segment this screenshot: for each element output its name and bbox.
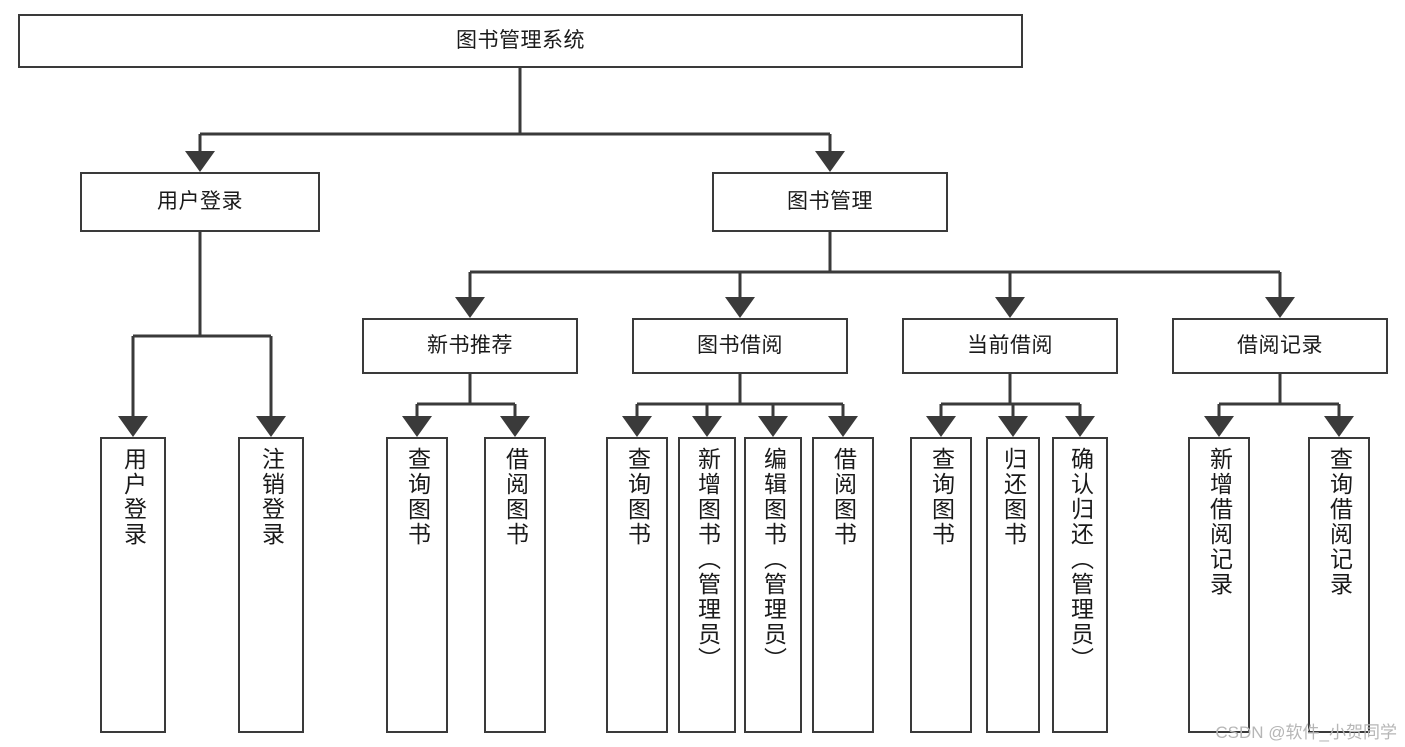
- leaf-node-label: 查询图书: [928, 447, 955, 547]
- node-book-management-label: 图书管理: [787, 189, 873, 213]
- node-new-book-recommend[interactable]: 新书推荐: [362, 318, 578, 374]
- leaf-node[interactable]: 查询图书: [910, 437, 972, 733]
- node-new-book-recommend-label: 新书推荐: [427, 333, 513, 357]
- leaf-node[interactable]: 查询图书: [386, 437, 448, 733]
- leaf-node-label: 归还图书: [1000, 447, 1027, 547]
- leaf-node-label: 借阅图书: [830, 447, 857, 547]
- leaf-node-label: 用户登录: [120, 447, 147, 547]
- leaf-node[interactable]: 查询借阅记录: [1308, 437, 1370, 733]
- node-book-borrow-label: 图书借阅: [697, 333, 783, 357]
- node-user-login[interactable]: 用户登录: [80, 172, 320, 232]
- node-root-label: 图书管理系统: [456, 28, 585, 52]
- leaf-node[interactable]: 借阅图书: [484, 437, 546, 733]
- leaf-node[interactable]: 借阅图书: [812, 437, 874, 733]
- leaf-node-label: 借阅图书: [502, 447, 529, 547]
- leaf-node[interactable]: 归还图书: [986, 437, 1040, 733]
- node-current-borrow-label: 当前借阅: [967, 333, 1053, 357]
- watermark: CSDN @软件_小贺同学: [1215, 723, 1397, 742]
- node-current-borrow[interactable]: 当前借阅: [902, 318, 1118, 374]
- leaf-node-label: 查询图书: [624, 447, 651, 547]
- node-book-borrow[interactable]: 图书借阅: [632, 318, 848, 374]
- node-root[interactable]: 图书管理系统: [18, 14, 1023, 68]
- leaf-node[interactable]: 查询图书: [606, 437, 668, 733]
- leaf-node-label: 新增图书（管理员）: [694, 447, 721, 672]
- leaf-node[interactable]: 编辑图书（管理员）: [744, 437, 802, 733]
- leaf-node-label: 编辑图书（管理员）: [760, 447, 787, 672]
- leaf-node[interactable]: 注销登录: [238, 437, 304, 733]
- leaf-node[interactable]: 用户登录: [100, 437, 166, 733]
- leaf-node[interactable]: 新增借阅记录: [1188, 437, 1250, 733]
- node-borrow-record[interactable]: 借阅记录: [1172, 318, 1388, 374]
- leaf-node[interactable]: 新增图书（管理员）: [678, 437, 736, 733]
- leaf-node-label: 注销登录: [258, 447, 285, 547]
- leaf-node[interactable]: 确认归还（管理员）: [1052, 437, 1108, 733]
- node-borrow-record-label: 借阅记录: [1237, 333, 1323, 357]
- node-user-login-label: 用户登录: [157, 189, 243, 213]
- leaf-node-label: 查询借阅记录: [1326, 447, 1353, 597]
- leaf-node-label: 确认归还（管理员）: [1067, 447, 1094, 672]
- leaf-node-label: 查询图书: [404, 447, 431, 547]
- leaf-node-label: 新增借阅记录: [1206, 447, 1233, 597]
- node-book-management[interactable]: 图书管理: [712, 172, 948, 232]
